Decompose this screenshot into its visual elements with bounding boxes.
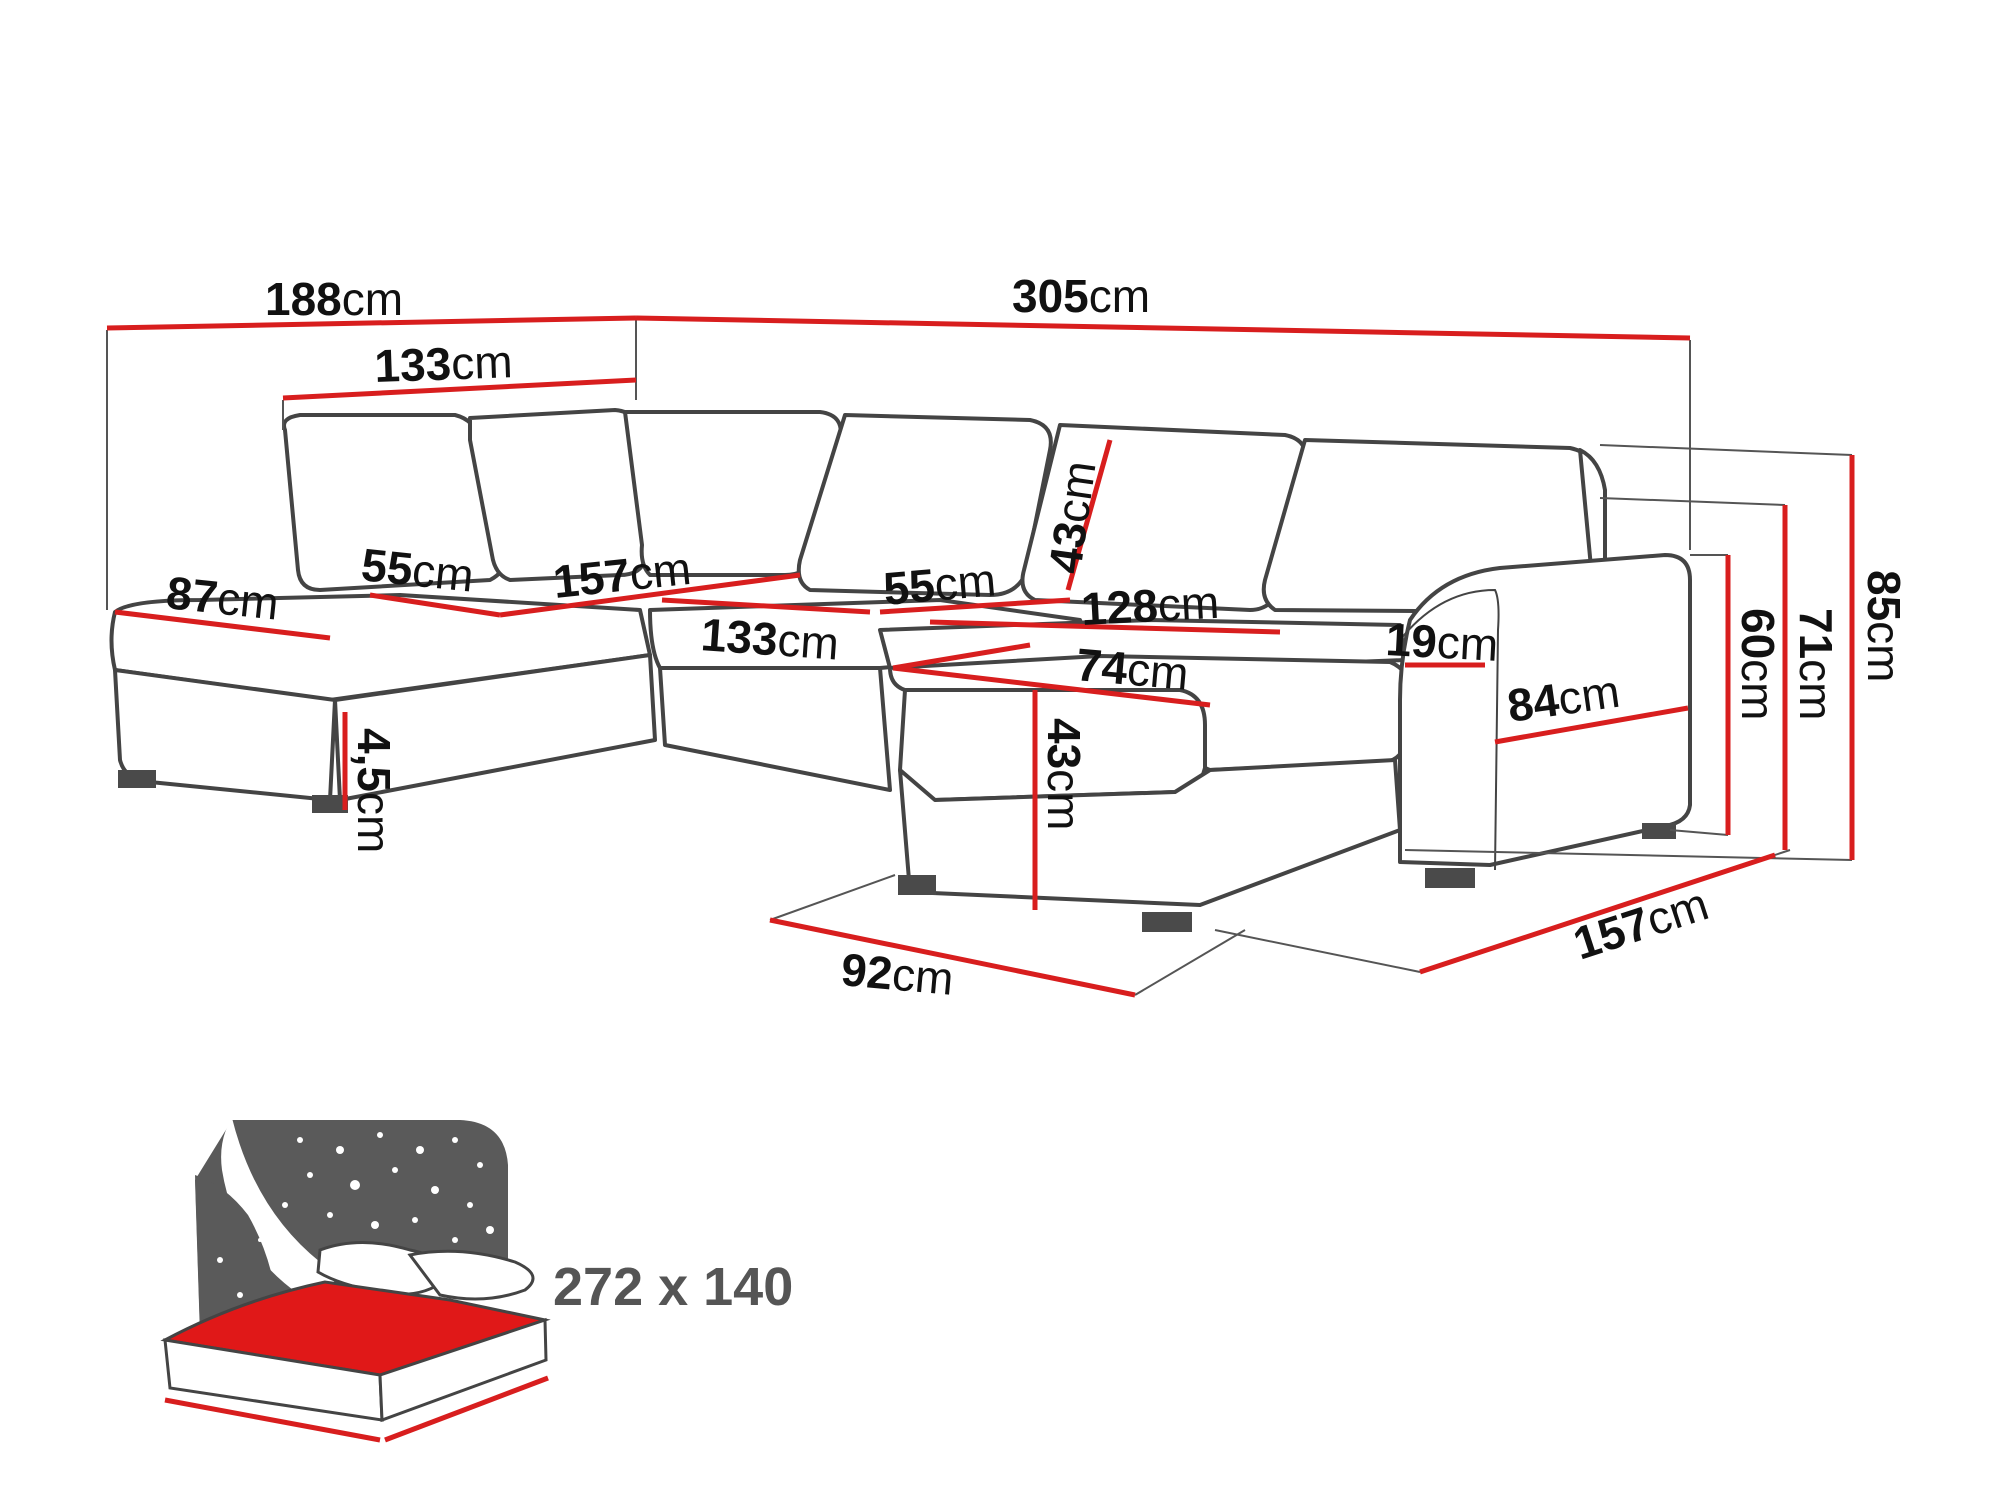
bed-function-icon: 272 x 140 xyxy=(160,1118,793,1443)
leg-1 xyxy=(118,770,156,788)
dim-line-305 xyxy=(635,315,1691,341)
dim-line-188 xyxy=(106,315,637,331)
label-157-right: 157cm xyxy=(1567,877,1714,969)
label-128: 128cm xyxy=(1080,576,1221,635)
dim-line-55-mid xyxy=(879,597,1071,615)
middle-seat-base xyxy=(658,666,892,792)
label-157-top: 157cm xyxy=(551,542,694,608)
label-43-back: 43cm xyxy=(1038,458,1105,577)
label-188: 188cm xyxy=(265,273,403,325)
dim-line-133-mid xyxy=(661,597,871,615)
bed-length-arrow xyxy=(164,1397,381,1443)
label-55-left: 55cm xyxy=(359,538,476,601)
label-55-mid: 55cm xyxy=(881,553,998,615)
leg-2 xyxy=(312,795,348,813)
leg-5 xyxy=(1425,868,1475,888)
label-4-5: 4,5cm xyxy=(348,728,400,853)
label-133-mid: 133cm xyxy=(699,608,840,670)
dim-line-133-left xyxy=(282,377,637,401)
dimension-labels: 188cm 305cm 133cm 87cm 55cm 157cm 133cm … xyxy=(164,270,1910,1005)
label-84: 84cm xyxy=(1504,665,1623,732)
pillow-right xyxy=(407,1249,535,1301)
dim-line-diag-1 xyxy=(892,642,1031,671)
label-305: 305cm xyxy=(1012,270,1150,322)
dim-line-43-back xyxy=(1065,439,1113,591)
label-87: 87cm xyxy=(164,566,281,629)
leg-3 xyxy=(898,875,936,895)
dim-line-55-left xyxy=(369,592,501,618)
dim-line-92 xyxy=(769,917,1136,998)
sofa-drawing xyxy=(109,408,1692,932)
dim-line-128 xyxy=(929,619,1281,635)
leg-4 xyxy=(1142,912,1192,932)
label-92: 92cm xyxy=(839,943,956,1005)
dim-line-157-right xyxy=(1419,852,1776,975)
label-74: 74cm xyxy=(1074,638,1191,700)
label-133-left: 133cm xyxy=(374,335,514,392)
dim-line-84 xyxy=(1494,705,1689,745)
dim-line-157-top xyxy=(499,572,801,618)
dimension-lines xyxy=(106,315,1855,998)
dim-line-74 xyxy=(892,665,1211,708)
bed-size-label: 272 x 140 xyxy=(553,1257,793,1317)
armrest-inner-edge xyxy=(1399,588,1500,871)
left-seat-front xyxy=(333,653,657,802)
right-chaise-base xyxy=(898,758,1402,907)
label-85: 85cm xyxy=(1858,570,1910,683)
leg-6 xyxy=(1642,823,1676,839)
right-armrest xyxy=(1398,553,1692,867)
dim-line-87 xyxy=(114,609,331,641)
label-60: 60cm xyxy=(1732,608,1784,721)
label-43-chaise: 43cm xyxy=(1038,718,1090,831)
bed-mattress-side xyxy=(378,1317,548,1423)
label-71: 71cm xyxy=(1790,608,1842,721)
label-19: 19cm xyxy=(1384,613,1499,671)
bed-width-arrow xyxy=(384,1375,549,1443)
